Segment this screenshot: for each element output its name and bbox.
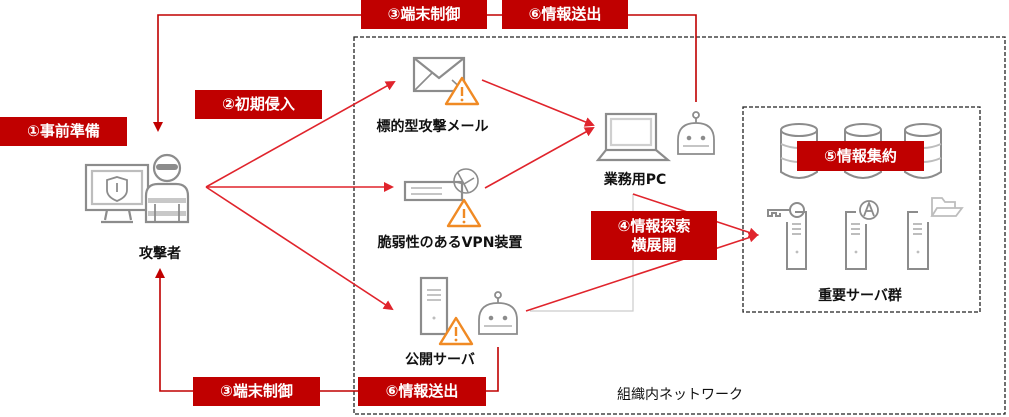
step6-exfil-bottom-label: ⑥情報送出 <box>358 377 486 406</box>
bot-icon <box>677 111 715 155</box>
arrow-attacker-to-mail <box>205 81 396 188</box>
server-icon <box>845 211 867 270</box>
step4-discovery-lateral-label: ④情報探索 横展開 <box>591 211 717 260</box>
server-icon <box>419 276 449 336</box>
warning-icon <box>438 316 474 346</box>
app-icon <box>859 200 879 220</box>
internal-network-zone <box>353 36 1006 415</box>
arrow-attacker-to-server <box>205 186 394 311</box>
phishing-mail-label: 標的型攻撃メール <box>376 119 489 135</box>
step2-initial-intrusion-label: ②初期侵入 <box>195 90 322 119</box>
critical-servers-zone <box>742 106 981 313</box>
attacker-monitor-icon <box>84 163 150 224</box>
step3-control-top-label: ③端末制御 <box>361 0 487 29</box>
step4-line1: ④情報探索 <box>617 216 691 235</box>
vpn-device-label: 脆弱性のあるVPN装置 <box>377 235 523 251</box>
business-pc-label: 業務用PC <box>603 172 667 188</box>
warning-icon <box>446 198 482 228</box>
step4-line2: 横展開 <box>631 235 677 254</box>
folder-icon <box>930 197 964 217</box>
step6-exfil-top-label: ⑥情報送出 <box>502 0 628 29</box>
step1-preparation-label: ①事前準備 <box>0 117 127 146</box>
public-server-label: 公開サーバ <box>405 352 475 368</box>
hacker-icon <box>144 153 190 224</box>
arrow-mail-to-pc <box>481 79 595 127</box>
laptop-icon <box>595 112 672 162</box>
internal-network-label: 組織内ネットワーク <box>617 387 743 403</box>
warning-icon <box>444 76 480 106</box>
step5-aggregation-label: ⑤情報集約 <box>797 141 924 171</box>
attacker-label: 攻撃者 <box>139 246 181 262</box>
bot-icon <box>478 291 518 335</box>
bottom-control-line <box>155 268 499 392</box>
critical-servers-label: 重要サーバ群 <box>818 288 902 304</box>
key-icon <box>767 202 805 218</box>
arrow-publicserver-to-servers <box>525 232 759 312</box>
vpn-device-icon <box>403 180 464 202</box>
step3-control-bottom-label: ③端末制御 <box>193 377 320 406</box>
arrow-vpn-to-pc <box>484 127 595 189</box>
server-icon <box>786 211 807 270</box>
globe-icon <box>453 168 479 194</box>
server-icon <box>907 211 929 270</box>
